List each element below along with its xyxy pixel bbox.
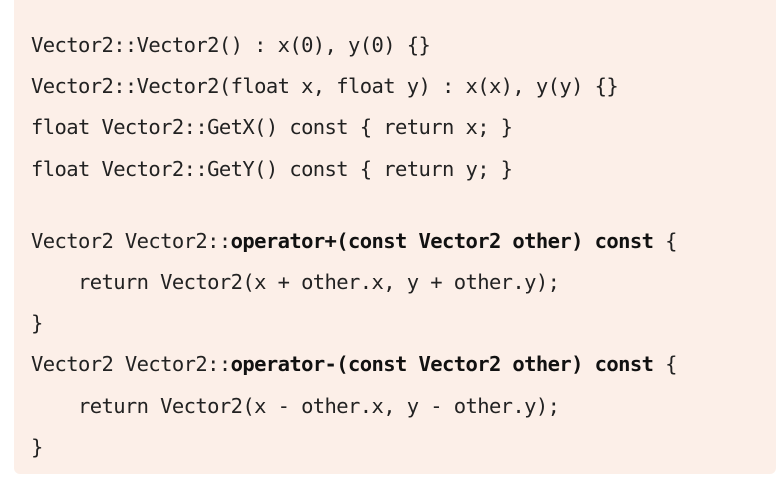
code-token: float Vector2::GetY() const { return y; … <box>31 156 513 181</box>
code-token-operator-plus: operator+(const Vector2 other) const <box>230 228 654 253</box>
code-line-4: float Vector2::GetY() const { return y; … <box>31 149 776 190</box>
code-token: return Vector2(x - other.x, y - other.y)… <box>31 393 560 418</box>
code-token: Vector2::Vector2(float x, float y) : x(x… <box>31 74 619 99</box>
code-token: Vector2 Vector2:: <box>31 352 231 377</box>
code-line-blank <box>31 190 776 221</box>
code-token-operator-minus: operator-(const Vector2 other) const <box>230 352 654 377</box>
code-line-1: Vector2::Vector2() : x(0), y(0) {} <box>31 25 776 66</box>
code-line-3: float Vector2::GetX() const { return x; … <box>31 107 776 148</box>
code-token: float Vector2::GetX() const { return x; … <box>31 115 513 140</box>
code-token: Vector2 Vector2:: <box>31 228 231 253</box>
code-block: Vector2::Vector2() : x(0), y(0) {} Vecto… <box>14 0 776 474</box>
code-line-10: return Vector2(x - other.x, y - other.y)… <box>31 386 776 427</box>
code-line-9: Vector2 Vector2::operator-(const Vector2… <box>31 344 776 385</box>
code-token: { <box>653 228 677 253</box>
code-token: Vector2::Vector2() : x(0), y(0) {} <box>31 33 431 57</box>
code-line-2: Vector2::Vector2(float x, float y) : x(x… <box>31 66 776 107</box>
code-token: } <box>31 434 43 459</box>
code-line-7: return Vector2(x + other.x, y + other.y)… <box>31 262 776 303</box>
code-token: return Vector2(x + other.x, y + other.y)… <box>31 269 560 294</box>
code-token: { <box>653 352 677 377</box>
code-line-11: } <box>31 427 776 468</box>
code-token: } <box>31 311 43 336</box>
code-line-8: } <box>31 303 776 344</box>
code-line-6: Vector2 Vector2::operator+(const Vector2… <box>31 221 776 262</box>
